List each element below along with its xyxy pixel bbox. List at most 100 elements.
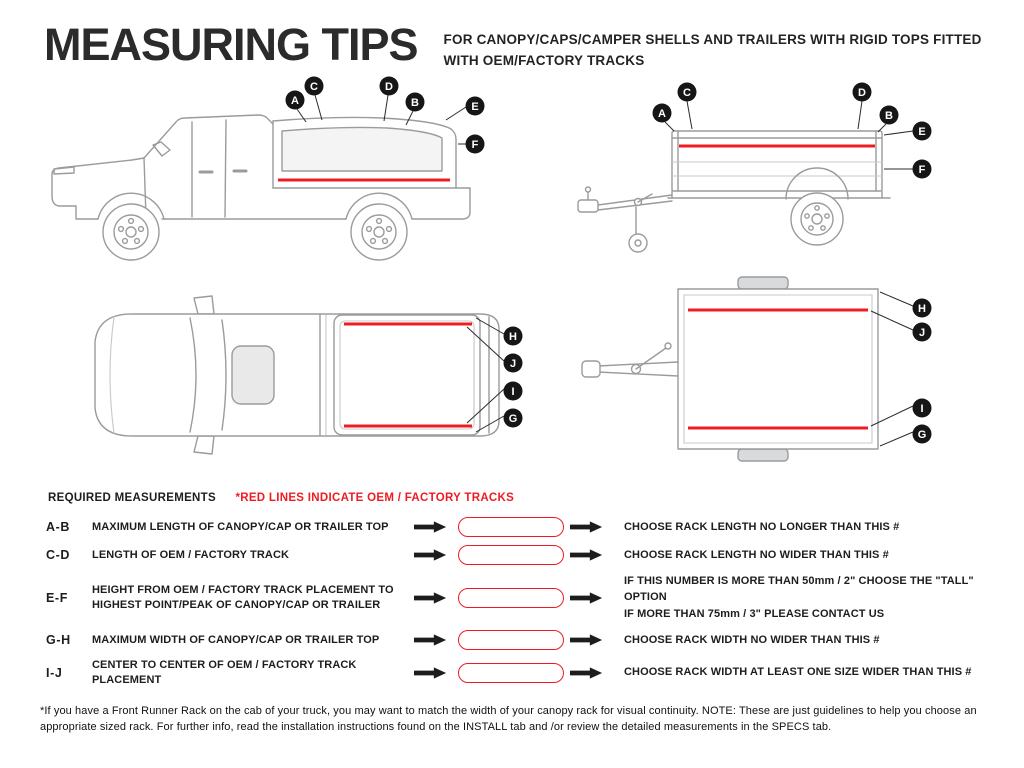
red-lines-note: *RED LINES INDICATE OEM / FACTORY TRACKS bbox=[235, 491, 515, 504]
arrow-right-icon bbox=[570, 521, 603, 533]
measurement-result: CHOOSE RACK WIDTH NO WIDER THAN THIS # bbox=[624, 634, 880, 647]
arrow-right-icon bbox=[570, 666, 603, 679]
svg-text:F: F bbox=[472, 139, 479, 151]
svg-text:F: F bbox=[919, 164, 926, 176]
svg-text:B: B bbox=[411, 97, 419, 109]
subtitle-line-1: FOR CANOPY/CAPS/CAMPER SHELLS AND TRAILE… bbox=[443, 32, 982, 47]
svg-text:B: B bbox=[885, 110, 893, 122]
trailer-body bbox=[577, 130, 891, 253]
marker-d: D bbox=[852, 82, 872, 102]
svg-text:G: G bbox=[918, 429, 927, 441]
arrow-right-icon bbox=[414, 549, 447, 561]
measurement-blank-field bbox=[458, 516, 564, 537]
svg-text:J: J bbox=[510, 358, 516, 370]
arrow-right-icon bbox=[570, 634, 603, 647]
measurement-id: I-J bbox=[46, 665, 63, 680]
measurement-result: CHOOSE RACK WIDTH AT LEAST ONE SIZE WIDE… bbox=[624, 666, 972, 679]
measurement-row-c-d: C-D LENGTH OF OEM / FACTORY TRACK CHOOSE… bbox=[46, 541, 984, 569]
measurement-blank-field bbox=[458, 662, 564, 683]
svg-text:I: I bbox=[920, 403, 923, 415]
measure-markers: H J I G bbox=[912, 298, 932, 444]
measure-markers: H J I G bbox=[503, 326, 523, 428]
measurement-result: CHOOSE RACK LENGTH NO LONGER THAN THIS # bbox=[624, 520, 900, 533]
required-measurements-heading: REQUIRED MEASUREMENTS bbox=[48, 491, 216, 504]
marker-c: C bbox=[677, 82, 697, 102]
marker-a: A bbox=[652, 103, 672, 123]
measurement-blank-field bbox=[458, 587, 564, 608]
marker-e: E bbox=[912, 121, 932, 141]
measurements-section: REQUIRED MEASUREMENTS *RED LINES INDICAT… bbox=[0, 492, 1024, 691]
subtitle-line-2: WITH OEM/FACTORY TRACKS bbox=[443, 52, 645, 68]
leader-lines bbox=[296, 94, 467, 145]
measurement-id: A-B bbox=[46, 519, 71, 534]
truck-body bbox=[51, 114, 471, 220]
header: MEASURING TIPS FOR CANOPY/CAPS/CAMPER SH… bbox=[0, 0, 1024, 72]
measurement-blank-field bbox=[458, 630, 564, 651]
measurement-row-a-b: A-B MAXIMUM LENGTH OF CANOPY/CAP OR TRAI… bbox=[46, 513, 984, 541]
marker-g: G bbox=[503, 408, 523, 428]
marker-f: F bbox=[912, 159, 932, 179]
measurement-description: CENTER TO CENTER OF OEM / FACTORY TRACK … bbox=[92, 659, 357, 686]
measurement-blank-field bbox=[458, 544, 564, 565]
truck-top-view-diagram: H J I G bbox=[94, 295, 523, 455]
arrow-right-icon bbox=[414, 591, 447, 604]
arrow-right-icon bbox=[414, 666, 447, 679]
marker-c: C bbox=[304, 76, 324, 96]
measurements-heading-row: REQUIRED MEASUREMENTS *RED LINES INDICAT… bbox=[48, 492, 984, 504]
footnote: *If you have a Front Runner Rack on the … bbox=[40, 704, 977, 734]
arrow-right-icon bbox=[414, 634, 447, 647]
svg-text:H: H bbox=[918, 303, 926, 315]
svg-text:C: C bbox=[683, 87, 691, 99]
leader-lines bbox=[664, 100, 914, 170]
arrow-right-icon bbox=[570, 591, 603, 604]
leader-lines bbox=[870, 291, 914, 447]
svg-text:G: G bbox=[509, 413, 518, 425]
svg-text:C: C bbox=[310, 81, 318, 93]
svg-text:A: A bbox=[291, 95, 299, 107]
marker-b: B bbox=[405, 92, 425, 112]
truck-canopy bbox=[272, 116, 471, 189]
marker-b: B bbox=[879, 105, 899, 125]
diagram-area: A C D B E F bbox=[0, 74, 1024, 482]
marker-h: H bbox=[503, 326, 523, 346]
trailer-wheel bbox=[790, 192, 844, 246]
truck-wheels bbox=[102, 203, 408, 261]
arrow-right-icon bbox=[570, 549, 603, 561]
marker-f: F bbox=[465, 134, 485, 154]
measurement-id: C-D bbox=[46, 547, 71, 562]
svg-text:E: E bbox=[918, 126, 925, 138]
measurement-result: CHOOSE RACK LENGTH NO WIDER THAN THIS # bbox=[624, 548, 889, 561]
marker-e: E bbox=[465, 96, 485, 116]
measurement-row-g-h: G-H MAXIMUM WIDTH OF CANOPY/CAP OR TRAIL… bbox=[46, 626, 984, 654]
page-title: MEASURING TIPS bbox=[44, 19, 419, 70]
svg-text:H: H bbox=[509, 331, 517, 343]
truck-side-view-diagram: A C D B E F bbox=[51, 76, 485, 261]
marker-a: A bbox=[285, 90, 305, 110]
svg-text:J: J bbox=[919, 327, 925, 339]
measurement-id: E-F bbox=[46, 590, 68, 605]
leader-lines bbox=[466, 317, 505, 433]
measure-markers: A C D B E F bbox=[285, 76, 485, 154]
marker-i: I bbox=[503, 381, 523, 401]
measurement-description: HEIGHT FROM OEM / FACTORY TRACK PLACEMEN… bbox=[92, 584, 394, 611]
trailer-top-view-diagram: H J I G bbox=[581, 276, 932, 462]
svg-text:I: I bbox=[511, 386, 514, 398]
svg-text:D: D bbox=[858, 87, 866, 99]
svg-text:A: A bbox=[658, 108, 666, 120]
marker-j: J bbox=[912, 322, 932, 342]
measurement-description: MAXIMUM LENGTH OF CANOPY/CAP OR TRAILER … bbox=[92, 520, 389, 533]
svg-text:E: E bbox=[471, 101, 478, 113]
measurement-result: IF THIS NUMBER IS MORE THAN 50mm / 2" CH… bbox=[624, 574, 974, 620]
measurement-row-e-f: E-F HEIGHT FROM OEM / FACTORY TRACK PLAC… bbox=[46, 569, 984, 627]
measure-markers: A C D B E F bbox=[652, 82, 932, 179]
svg-text:D: D bbox=[385, 81, 393, 93]
trailer-side-view-diagram: A C D B E F bbox=[577, 82, 932, 253]
truck-top-body bbox=[94, 295, 500, 455]
marker-h: H bbox=[912, 298, 932, 318]
measurement-description: LENGTH OF OEM / FACTORY TRACK bbox=[92, 548, 290, 561]
marker-j: J bbox=[503, 353, 523, 373]
marker-g: G bbox=[912, 424, 932, 444]
measurement-id: G-H bbox=[46, 633, 71, 648]
measurement-row-i-j: I-J CENTER TO CENTER OF OEM / FACTORY TR… bbox=[46, 654, 984, 691]
